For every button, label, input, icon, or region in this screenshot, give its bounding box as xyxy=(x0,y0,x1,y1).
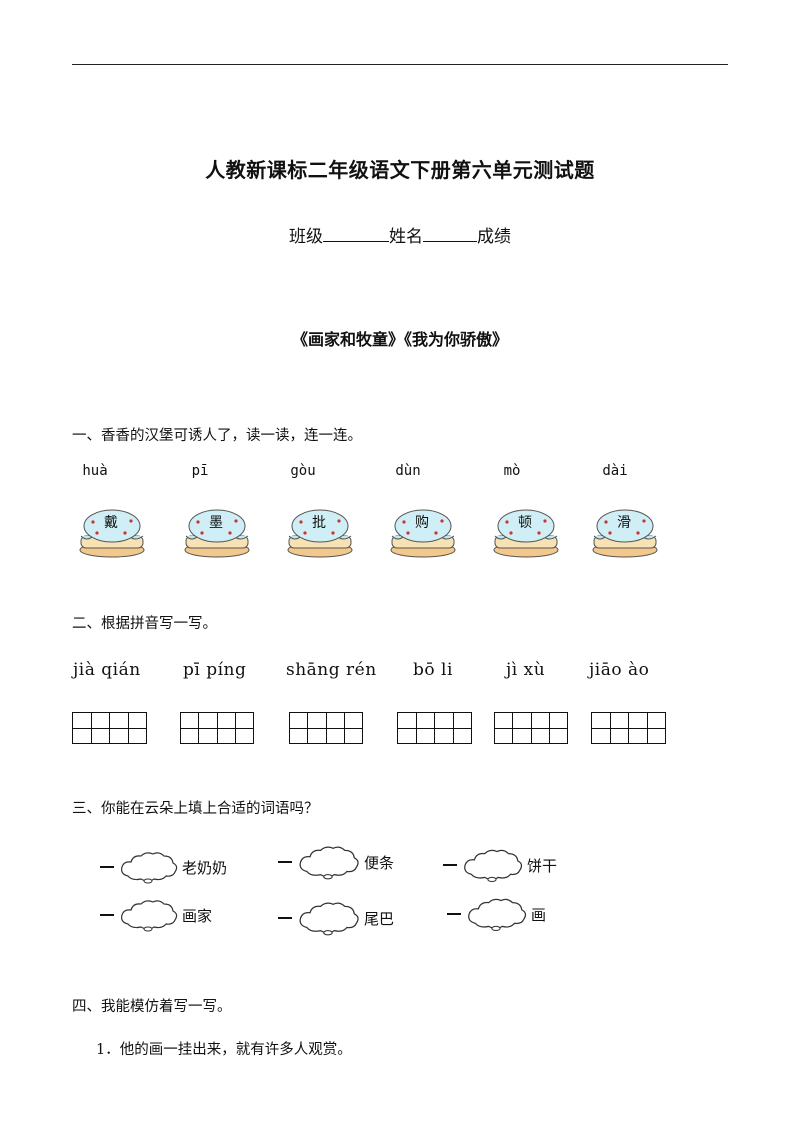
grid-cell[interactable] xyxy=(453,713,472,743)
grid-cell[interactable] xyxy=(629,713,648,743)
section1-pinyin: mò xyxy=(503,463,521,479)
cloud-word: 尾巴 xyxy=(364,909,395,928)
hamburger-cake[interactable]: 滑 xyxy=(590,502,660,560)
writing-grid[interactable] xyxy=(397,712,472,744)
writing-grid[interactable] xyxy=(180,712,254,744)
section4-item1: 1．他的画一挂出来，就有许多人观赏。 xyxy=(96,1042,352,1058)
grid-cell[interactable] xyxy=(181,713,200,743)
hamburger-icon xyxy=(184,509,250,558)
writing-grid[interactable] xyxy=(494,712,568,744)
grid-cell[interactable] xyxy=(647,713,666,743)
cloud-icon[interactable] xyxy=(118,896,180,934)
answer-dash xyxy=(100,866,114,868)
grid-cell[interactable] xyxy=(435,713,454,743)
hamburger-cake[interactable]: 顿 xyxy=(491,502,561,560)
grid-cell[interactable] xyxy=(344,713,363,743)
cake-character: 顿 xyxy=(518,515,532,531)
grid-cell[interactable] xyxy=(592,713,611,743)
hamburger-icon xyxy=(79,509,145,558)
answer-dash xyxy=(443,864,457,866)
class-blank[interactable] xyxy=(323,227,389,242)
cake-character: 购 xyxy=(415,515,429,531)
section3-heading: 三、你能在云朵上填上合适的词语吗？ xyxy=(72,801,319,817)
cloud-icon[interactable] xyxy=(296,898,362,938)
cloud-fill-item[interactable]: 画家 xyxy=(100,896,212,934)
hamburger-icon xyxy=(592,509,658,558)
grid-cell[interactable] xyxy=(495,713,514,743)
grid-cell[interactable] xyxy=(217,713,236,743)
student-info-line: 班级 姓名 成绩 xyxy=(0,222,800,247)
hamburger-cake[interactable]: 戴 xyxy=(77,502,147,560)
hamburger-cake[interactable]: 墨 xyxy=(182,502,252,560)
hamburger-cake[interactable]: 批 xyxy=(285,502,355,560)
writing-grid[interactable] xyxy=(591,712,666,744)
section2-heading: 二、根据拼音写一写。 xyxy=(72,616,217,632)
cloud-word: 画家 xyxy=(182,906,213,925)
cloud-icon[interactable] xyxy=(461,845,525,885)
lesson-title: 《画家和牧童》《我为你骄傲》 xyxy=(291,330,508,349)
cake-character: 批 xyxy=(312,515,326,531)
section1-pinyin: huà xyxy=(82,463,108,479)
section1-pinyin: dùn xyxy=(395,463,421,479)
section2-pinyin: bō li xyxy=(413,660,453,680)
grid-cell[interactable] xyxy=(531,713,550,743)
cloud-word: 便条 xyxy=(364,853,395,872)
hamburger-icon xyxy=(390,509,456,558)
writing-grid[interactable] xyxy=(72,712,147,744)
cloud-icon[interactable] xyxy=(296,842,362,882)
section4-heading: 四、我能模仿着写一写。 xyxy=(72,999,232,1015)
grid-cell[interactable] xyxy=(549,713,568,743)
answer-dash xyxy=(278,917,292,919)
class-label: 班级 xyxy=(289,227,323,247)
grid-cell[interactable] xyxy=(235,713,254,743)
cloud-fill-item[interactable]: 老奶奶 xyxy=(100,848,227,886)
hamburger-icon xyxy=(287,509,353,558)
cake-character: 墨 xyxy=(209,515,223,531)
cloud-fill-item[interactable]: 画 xyxy=(447,894,546,934)
grid-cell[interactable] xyxy=(290,713,309,743)
name-label: 姓名 xyxy=(389,227,423,247)
section2-pinyin: jì xù xyxy=(506,660,546,680)
cloud-fill-item[interactable]: 饼干 xyxy=(443,845,557,885)
grid-cell[interactable] xyxy=(110,713,129,743)
section1-pinyin: pī xyxy=(191,463,209,479)
grid-cell[interactable] xyxy=(91,713,110,743)
grid-cell[interactable] xyxy=(308,713,327,743)
page-title: 人教新课标二年级语文下册第六单元测试题 xyxy=(205,158,595,182)
writing-grid[interactable] xyxy=(289,712,363,744)
hamburger-icon xyxy=(493,509,559,558)
cloud-fill-item[interactable]: 便条 xyxy=(278,842,394,882)
score-label: 成绩 xyxy=(477,227,511,247)
cake-character: 戴 xyxy=(104,515,118,531)
cloud-icon[interactable] xyxy=(465,894,529,934)
answer-dash xyxy=(278,861,292,863)
grid-cell[interactable] xyxy=(398,713,417,743)
cloud-word: 饼干 xyxy=(527,856,558,875)
grid-cell[interactable] xyxy=(199,713,218,743)
grid-cell[interactable] xyxy=(610,713,629,743)
answer-dash xyxy=(447,913,461,915)
cake-character: 滑 xyxy=(617,515,631,531)
section1-pinyin: dài xyxy=(602,463,628,479)
cloud-word: 画 xyxy=(531,905,547,924)
cloud-icon[interactable] xyxy=(118,848,180,886)
section2-pinyin: shāng rén xyxy=(286,660,377,680)
grid-cell[interactable] xyxy=(326,713,345,743)
name-blank[interactable] xyxy=(423,227,477,242)
section1-heading: 一、香香的汉堡可诱人了，读一读，连一连。 xyxy=(72,428,362,444)
grid-cell[interactable] xyxy=(416,713,435,743)
grid-cell[interactable] xyxy=(128,713,147,743)
hamburger-cake[interactable]: 购 xyxy=(388,502,458,560)
section2-pinyin: jiāo ào xyxy=(589,660,650,680)
grid-cell[interactable] xyxy=(73,713,92,743)
answer-dash xyxy=(100,914,114,916)
section2-pinyin: jià qián xyxy=(73,660,141,680)
cloud-fill-item[interactable]: 尾巴 xyxy=(278,898,394,938)
section1-pinyin: gòu xyxy=(290,463,316,479)
grid-cell[interactable] xyxy=(513,713,532,743)
cloud-word: 老奶奶 xyxy=(182,858,228,877)
top-rule xyxy=(72,64,728,65)
section2-pinyin: pī píng xyxy=(183,660,247,680)
